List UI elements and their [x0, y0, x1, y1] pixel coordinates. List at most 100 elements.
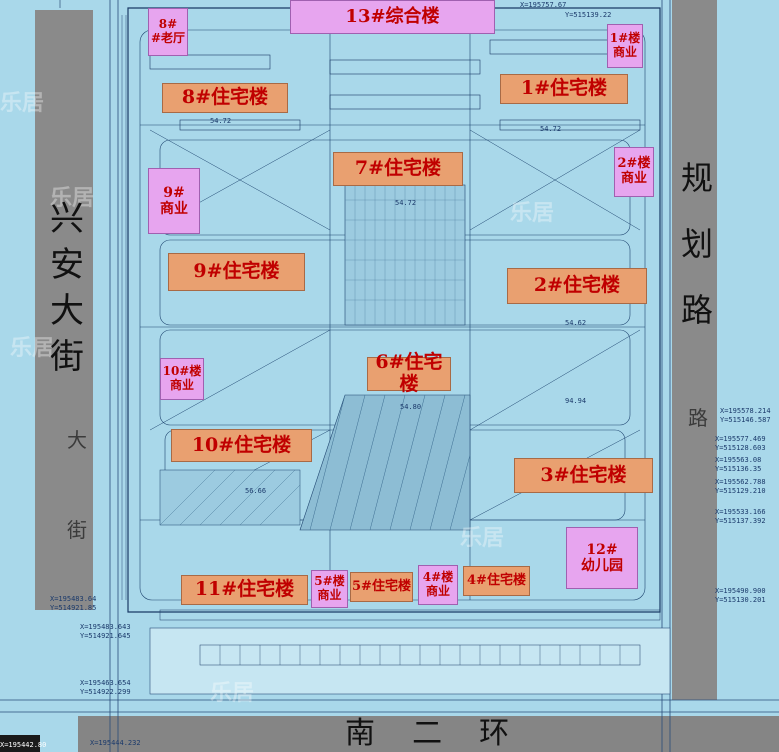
building-label: 5#住宅楼 [352, 578, 411, 594]
building-label: 12# [586, 541, 618, 558]
building-label: 5#楼 [314, 574, 345, 589]
road-label-char: 规 [680, 159, 713, 197]
coordinate-label: Y=514921.645 [80, 632, 131, 640]
building-label: 6#住宅楼 [375, 351, 443, 395]
coordinate-label: Y=515128.603 [715, 444, 766, 452]
watermark: 乐居 [460, 526, 505, 551]
building-label: 2#楼 [617, 156, 651, 172]
coordinate-label: Y=514921.85 [50, 604, 97, 612]
building-label: 商业 [612, 45, 637, 59]
road-label-south-second-ring: 南 二 环 [345, 716, 516, 751]
road-label-char: 兴 [50, 199, 84, 239]
road-label-ghost: 路 [688, 406, 708, 430]
coordinate-label: X=195578.214 [720, 407, 771, 415]
road-label-planning-road: 规 划 路 [680, 145, 714, 343]
building-1-commercial: 1#楼商业 [607, 24, 643, 68]
coordinate-label: X=195490.900 [715, 587, 766, 595]
building-label: 10#楼 [162, 364, 202, 379]
coordinate-label: X=195442.80 [0, 741, 47, 749]
watermark: 乐居 [210, 681, 255, 706]
coordinate-label: X=195562.788 [715, 478, 766, 486]
building-4-commercial: 4#楼商业 [418, 565, 458, 605]
dimension-label: 56.66 [245, 487, 267, 495]
building-5-commercial: 5#楼商业 [311, 570, 348, 608]
building-label: 9#住宅楼 [193, 260, 280, 283]
hatched-plaza [299, 394, 471, 531]
building-label: 2#住宅楼 [533, 274, 621, 297]
building-label: 10#住宅楼 [191, 433, 292, 456]
building-2-residential: 2#住宅楼 [507, 268, 647, 304]
watermark: 乐居 [510, 201, 555, 226]
road-label-char: 大 [67, 428, 87, 452]
east-road-strip [672, 0, 717, 700]
coordinate-label: Y=514922.299 [80, 688, 131, 696]
coordinate-label: X=195577.469 [715, 435, 766, 443]
building-label: 9# [163, 184, 185, 201]
road-label-ghost: 大 街 [60, 395, 94, 575]
building-9-commercial: 9#商业 [148, 168, 200, 234]
road-label-char: 安 [50, 245, 84, 285]
dimension-label: 54.80 [400, 403, 422, 411]
building-12-kindergarten: 12#幼儿园 [566, 527, 638, 589]
building-label: 幼儿园 [581, 558, 623, 574]
coordinate-label: X=195757.67 [520, 1, 567, 9]
building-8-commercial: 8##老厅 [148, 8, 188, 56]
building-label: 8#住宅楼 [181, 86, 269, 109]
building-6-residential: 6#住宅楼 [367, 351, 451, 395]
building-13-mixed-use: 13#综合楼 [290, 0, 495, 34]
dimension-label: 54.72 [395, 199, 417, 207]
building-10-commercial: 10#楼商业 [160, 358, 204, 400]
coordinate-label: X=195563.08 [715, 456, 762, 464]
road-label-char: 划 [680, 225, 713, 263]
road-label-char: 街 [67, 518, 87, 542]
watermark: 乐居 [10, 336, 55, 361]
building-label: 13#综合楼 [345, 5, 440, 27]
building-label: 商业 [425, 584, 450, 598]
building-label: 商业 [620, 171, 647, 186]
coordinate-label: Y=515136.35 [715, 465, 762, 473]
south-green-belt [149, 627, 671, 695]
building-5-residential: 5#住宅楼 [350, 572, 413, 602]
building-label: 7#住宅楼 [354, 157, 442, 180]
coordinate-label: X=195483.64 [50, 595, 97, 603]
road-label-char: 街 [50, 337, 84, 377]
building-label: 3#住宅楼 [540, 463, 627, 486]
building-label: 商业 [160, 201, 188, 217]
coordinate-label: X=195463.654 [80, 679, 131, 687]
building-label: 4#住宅楼 [467, 572, 526, 588]
coordinate-label: X=195533.166 [715, 508, 766, 516]
building-4-residential: 4#住宅楼 [463, 566, 530, 596]
dimension-label: 54.72 [540, 125, 562, 133]
west-road-strip [35, 10, 93, 610]
building-8-residential: 8#住宅楼 [162, 83, 288, 113]
building-label: 11#住宅楼 [194, 578, 295, 601]
dimension-label: 54.72 [210, 117, 232, 125]
building-9-residential: 9#住宅楼 [168, 253, 305, 291]
coordinate-label: Y=515139.22 [565, 11, 612, 19]
building-10-residential: 10#住宅楼 [171, 429, 312, 462]
building-label: 1#楼 [609, 31, 641, 46]
dimension-label: 94.94 [565, 397, 587, 405]
building-label: 商业 [317, 588, 342, 602]
watermark: 乐居 [0, 91, 45, 116]
building-7-residential: 7#住宅楼 [333, 152, 463, 186]
coordinate-label: Y=515137.392 [715, 517, 766, 525]
building-11-residential: 11#住宅楼 [181, 575, 308, 605]
road-label-char: 路 [680, 291, 713, 329]
road-label-xingan-street: 兴 安 大 街 [50, 196, 84, 380]
coordinate-label: X=195483.643 [80, 623, 131, 631]
building-2-commercial: 2#楼商业 [614, 147, 654, 197]
coordinate-label: Y=515129.210 [715, 487, 766, 495]
building-1-residential: 1#住宅楼 [500, 74, 628, 104]
building-label: 4#楼 [422, 570, 454, 585]
coordinate-label: Y=515130.201 [715, 596, 766, 604]
building-label: #老厅 [150, 31, 186, 45]
coordinate-label: X=195444.232 [90, 739, 141, 747]
dimension-label: 54.62 [565, 319, 587, 327]
road-label-char: 大 [50, 291, 84, 331]
coordinate-label: Y=515146.587 [720, 416, 771, 424]
building-label: 商业 [169, 378, 194, 392]
watermark: 乐居 [50, 186, 95, 211]
